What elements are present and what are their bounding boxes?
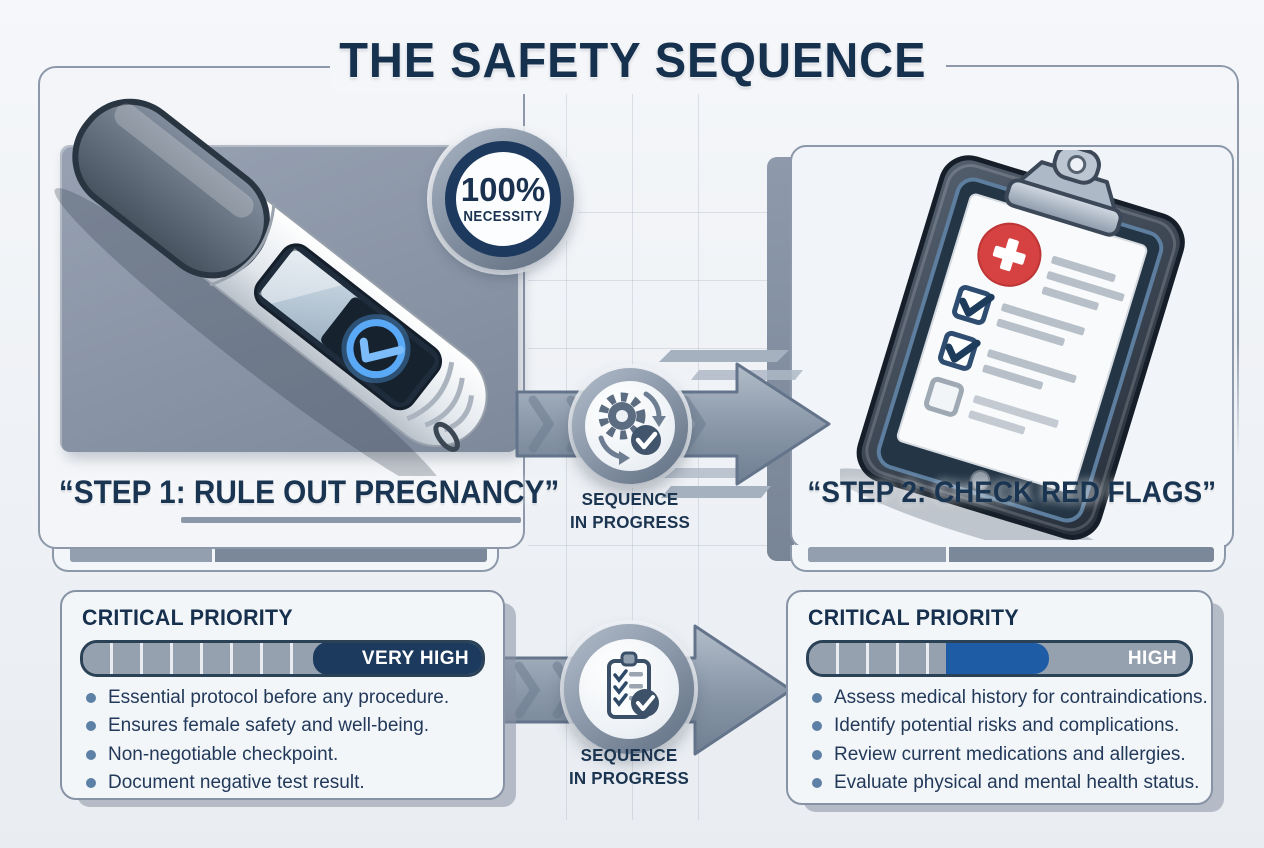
necessity-badge-face: 100% NECESSITY	[445, 141, 561, 257]
pedestal-bar	[808, 547, 1214, 562]
priority-bar-high: HIGH	[806, 640, 1193, 677]
necessity-badge: 100% NECESSITY	[432, 128, 574, 270]
step1-caption: “STEP 1: RULE OUT PREGNANCY”	[58, 474, 560, 510]
priority-bar-segments	[83, 643, 315, 674]
priority-bar-very-high: VERY HIGH	[80, 640, 485, 677]
page-title: THE SAFETY SEQUENCE	[330, 28, 936, 94]
priority-bar-fill	[946, 643, 1050, 674]
list-item: Essential protocol before any procedure.	[86, 687, 489, 709]
process-badge	[572, 368, 688, 484]
list-item: Document negative test result.	[86, 772, 489, 794]
priority-card-step1: CRITICAL PRIORITY VERY HIGH Essential pr…	[60, 590, 505, 800]
checklist-badge	[564, 624, 694, 754]
bullet-list: Essential protocol before any procedure.…	[62, 687, 503, 794]
necessity-value: 100%	[460, 171, 546, 208]
list-item: Evaluate physical and mental health stat…	[812, 772, 1199, 794]
grid-line	[528, 280, 790, 281]
bullet-list: Assess medical history for contraindicat…	[788, 687, 1211, 794]
grid-line	[528, 212, 790, 213]
priority-bar-track: HIGH	[1049, 643, 1190, 674]
caption-underline	[181, 517, 521, 523]
step2-pedestal	[790, 545, 1226, 572]
clipboard-illustration	[840, 150, 1185, 540]
list-item: Ensures female safety and well-being.	[86, 715, 489, 737]
necessity-label: NECESSITY	[463, 209, 543, 225]
priority-header: CRITICAL PRIORITY	[82, 605, 293, 630]
clipboard-check-icon	[579, 639, 679, 739]
pedestal-bar	[70, 547, 487, 562]
priority-level-label: VERY HIGH	[361, 647, 469, 669]
priority-level-label: HIGH	[1127, 647, 1177, 669]
step2-caption: “STEP 2: CHECK RED FLAGS”	[807, 476, 1217, 509]
priority-bar-segments	[809, 643, 947, 674]
sequence-label-top: SEQUENCE IN PROGRESS	[569, 489, 691, 533]
list-item: Non-negotiable checkpoint.	[86, 744, 489, 766]
gear-sync-check-icon	[585, 381, 675, 471]
frame-border	[946, 65, 1239, 459]
priority-card-step2: CRITICAL PRIORITY HIGH Assess medical hi…	[786, 590, 1213, 805]
priority-header: CRITICAL PRIORITY	[808, 605, 1019, 630]
priority-level-pill: VERY HIGH	[313, 643, 482, 674]
step1-pedestal	[52, 545, 499, 572]
list-item: Review current medications and allergies…	[812, 744, 1197, 766]
sequence-label-bottom: SEQUENCE IN PROGRESS	[568, 745, 690, 789]
grid-line	[528, 545, 790, 546]
grid-line	[528, 348, 790, 349]
list-item: Identify potential risks and complicatio…	[812, 715, 1197, 737]
list-item: Assess medical history for contraindicat…	[812, 687, 1208, 709]
pregnancy-test-illustration	[54, 98, 488, 476]
